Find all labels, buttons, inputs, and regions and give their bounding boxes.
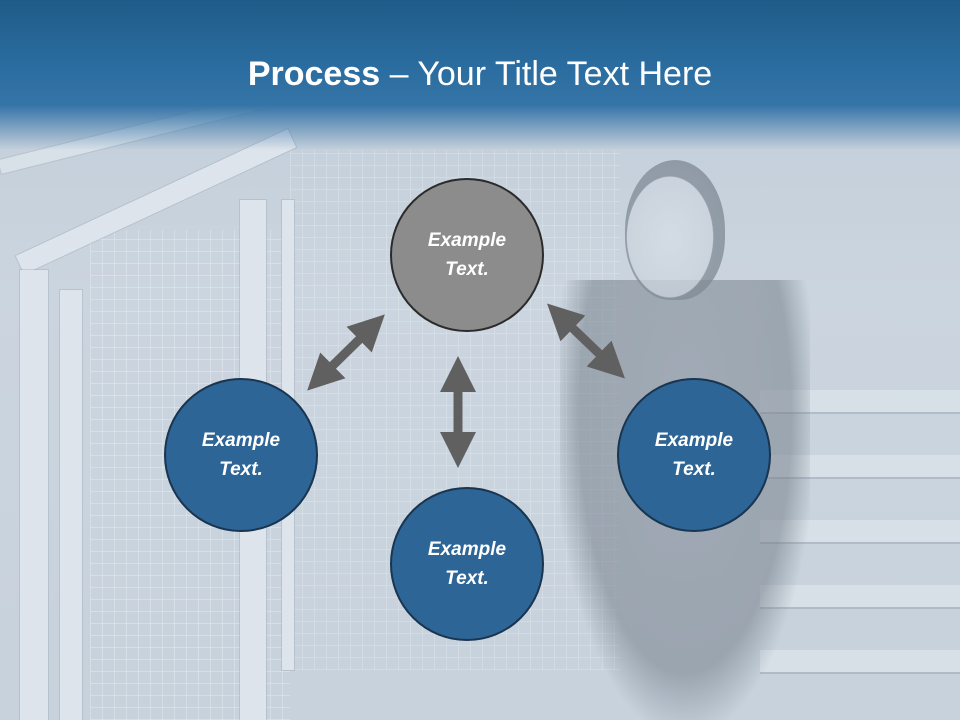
title-bold: Process (247, 55, 381, 93)
node-label: Example Text. (427, 230, 507, 280)
process-node-right[interactable]: Example Text. (617, 378, 771, 532)
stair-step (760, 585, 960, 607)
process-node-bottom[interactable]: Example Text. (390, 487, 544, 641)
arrow-top-left (307, 314, 385, 391)
node-label: Example Text. (201, 430, 281, 480)
railing-post (60, 290, 82, 720)
stair-step (760, 650, 960, 672)
stair-step (760, 455, 960, 477)
process-node-top[interactable]: Example Text. (390, 178, 544, 332)
title-band (0, 0, 960, 150)
model-head (625, 160, 725, 300)
node-label: Example Text. (654, 430, 734, 480)
title-rest: – Your Title Text Here (380, 55, 713, 93)
slide-title[interactable]: Process – Your Title Text Here (0, 52, 960, 96)
stair-step (760, 390, 960, 412)
process-node-left[interactable]: Example Text. (164, 378, 318, 532)
arrow-top-right (547, 303, 625, 379)
node-label: Example Text. (427, 539, 507, 589)
stair-step (760, 520, 960, 542)
railing-post (20, 270, 48, 720)
